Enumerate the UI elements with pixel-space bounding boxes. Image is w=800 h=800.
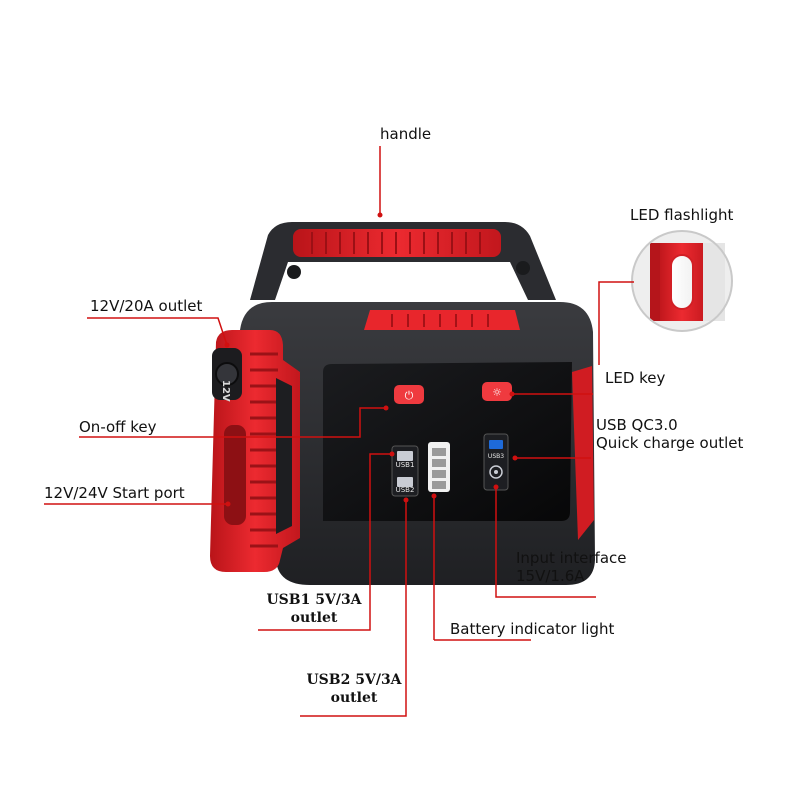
usb3-print: USB3 [488, 453, 504, 460]
light-icon: ☼ [492, 386, 502, 399]
label-handle: handle [380, 125, 432, 143]
label-input-line2: 15V/1.6A [516, 567, 585, 585]
label-input-interface: Input interface 15V/1.6A [516, 549, 627, 585]
socket-print: 12V [220, 380, 231, 402]
label-usb-qc-line2: Quick charge outlet [596, 434, 744, 452]
usb2-print: USB2 [396, 486, 415, 494]
label-led-flashlight: LED flashlight [630, 206, 734, 224]
label-usb1-line2: outlet [290, 610, 338, 626]
handle [250, 222, 556, 300]
right-side-panel [572, 366, 594, 540]
label-12v-20a-outlet: 12V/20A outlet [90, 297, 203, 315]
control-panel: ⏻ ☼ [323, 362, 572, 521]
power-icon: ⏻ [405, 389, 414, 402]
label-start-port: 12V/24V Start port [44, 484, 185, 502]
leader-dots [224, 212, 518, 507]
label-usb-qc-line1: USB QC3.0 [596, 416, 678, 434]
usb1-print: USB1 [396, 461, 415, 469]
label-usb2-line2: outlet [330, 690, 378, 706]
label-usb-qc: USB QC3.0 Quick charge outlet [596, 416, 743, 452]
leader-lines [44, 146, 634, 717]
label-usb1-line1: USB1 5V/3A [266, 592, 362, 608]
label-usb2-line1: USB2 5V/3A [306, 672, 402, 688]
label-led-key: LED key [605, 369, 666, 387]
label-input-line1: Input interface [516, 549, 627, 567]
flashlight-inset [631, 230, 733, 332]
label-usb1: USB1 5V/3A outlet [262, 591, 366, 627]
label-usb2: USB2 5V/3A outlet [302, 671, 406, 707]
label-on-off-key: On-off key [79, 418, 157, 436]
socket-12v [212, 348, 242, 400]
label-battery-indicator: Battery indicator light [450, 620, 615, 638]
